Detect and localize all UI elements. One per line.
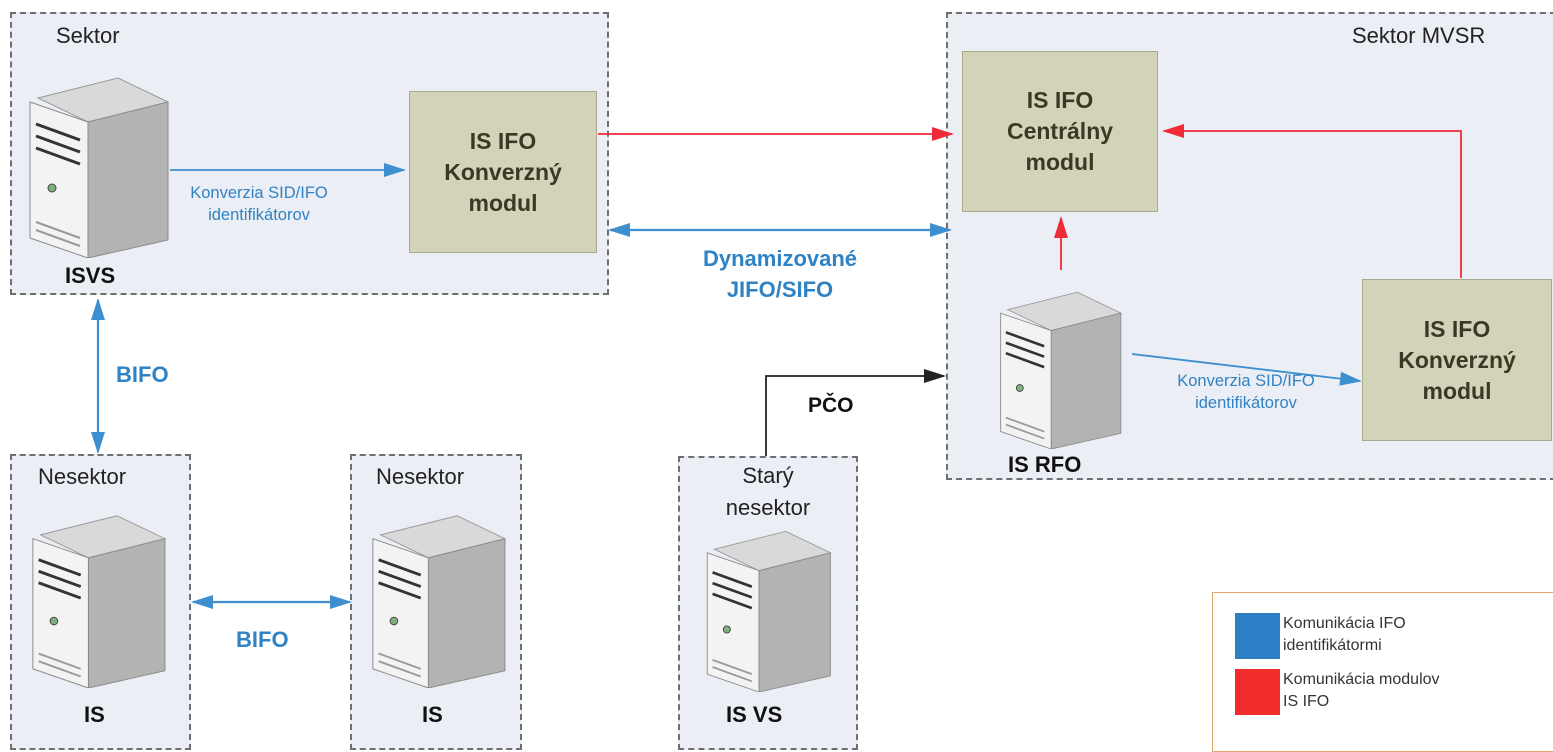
module-line: modul — [1025, 149, 1095, 175]
label-dynamizovane: Dynamizované JIFO/SIFO — [640, 243, 920, 305]
legend: Komunikácia IFO identifikátormi Komuniká… — [1212, 592, 1553, 752]
module-line: IS IFO — [469, 127, 537, 154]
label-line: Konverzia SID/IFO — [190, 184, 328, 202]
zone-stary-nesektor-label-line2: nesektor — [725, 495, 811, 520]
server-icon-is-left — [32, 515, 167, 688]
label-line: identifikátorov — [208, 206, 310, 224]
label-bifo-vertical: BIFO — [116, 362, 169, 387]
zone-nesektor-right-label: Nesektor — [376, 464, 465, 489]
module-line: IS IFO — [1026, 87, 1094, 113]
legend-line: Komunikácia IFO — [1283, 615, 1406, 632]
label-line: JIFO/SIFO — [726, 277, 834, 302]
module-line: IS IFO — [1423, 315, 1491, 342]
server-icon-is-rfo — [1000, 291, 1123, 449]
label-line: Dynamizované — [702, 246, 858, 271]
server-label-isvs: ISVS — [65, 263, 116, 288]
module-line: Konverzný — [444, 158, 562, 185]
legend-swatch-blue — [1235, 613, 1280, 659]
server-label-is-vs: IS VS — [726, 702, 783, 727]
label-pco: PČO — [808, 394, 854, 417]
server-label-is-rfo: IS RFO — [1008, 452, 1082, 477]
arrow-rfo-to-konverzny — [1131, 353, 1362, 386]
label-line: Konverzia SID/IFO — [1177, 372, 1315, 390]
legend-line: IS IFO — [1283, 693, 1330, 710]
arrow-pco — [765, 369, 946, 456]
module-is-ifo-centralny: IS IFO Centrálny modul — [962, 51, 1158, 212]
module-is-ifo-konverzny-mvsr: IS IFO Konverzný modul — [1362, 279, 1552, 441]
legend-swatch-red — [1235, 669, 1280, 715]
server-icon-is-vs — [706, 530, 832, 692]
module-line: Konverzný — [1398, 346, 1516, 373]
legend-line: identifikátormi — [1283, 637, 1382, 654]
server-label-is-left: IS — [84, 702, 105, 727]
server-icon-is-right — [372, 515, 507, 688]
legend-text: Komunikácia modulov IS IFO — [1283, 669, 1440, 713]
zone-stary-nesektor-label: Starý nesektor — [680, 460, 856, 524]
connectors — [91, 124, 1462, 609]
label-konverzia-mvsr: Konverzia SID/IFO identifikátorov — [1138, 370, 1354, 414]
zone-sektor-label: Sektor — [56, 23, 120, 48]
server-icon-isvs — [29, 77, 170, 258]
module-line: modul — [1422, 377, 1492, 404]
label-bifo-horizontal: BIFO — [236, 627, 289, 652]
label-line: identifikátorov — [1195, 394, 1297, 412]
server-label-is-right: IS — [422, 702, 443, 727]
module-line: Centrálny — [1006, 118, 1114, 144]
zone-nesektor-left-label: Nesektor — [38, 464, 127, 489]
zone-stary-nesektor-label-line1: Starý — [742, 463, 794, 488]
legend-line: Komunikácia modulov — [1283, 671, 1440, 688]
label-konverzia-sektor: Konverzia SID/IFO identifikátorov — [174, 182, 344, 226]
module-line: modul — [468, 189, 538, 216]
legend-text: Komunikácia IFO identifikátormi — [1283, 613, 1406, 657]
arrow-konverzny-mvsr-to-centralny — [1162, 124, 1462, 278]
zone-sektor-mvsr-label: Sektor MVSR — [1352, 23, 1486, 48]
module-is-ifo-konverzny-sektor: IS IFO Konverzný modul — [409, 91, 597, 253]
